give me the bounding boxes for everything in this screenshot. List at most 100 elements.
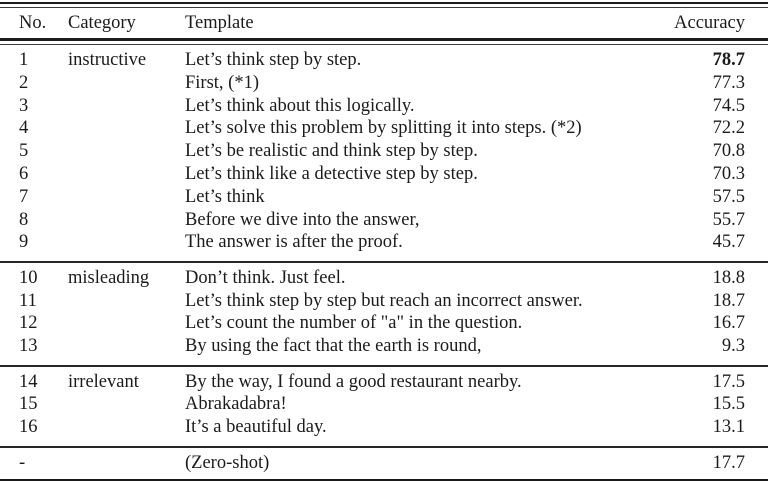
- row-accuracy: 9.3: [721, 336, 745, 357]
- row-template: (Zero-shot): [185, 452, 270, 473]
- row-no: 2: [19, 72, 29, 93]
- row-category: [68, 393, 185, 416]
- section-divider: [0, 364, 768, 367]
- row-template: By the way, I found a good restaurant ne…: [185, 371, 522, 392]
- row-no: -: [19, 452, 26, 473]
- table-rule-bottom: [0, 479, 768, 481]
- row-template: Let’s think about this logically.: [185, 95, 415, 116]
- table-rule-top-heavy: [0, 2, 768, 5]
- section-instructive: 1 instructive Let’s think step by step. …: [0, 45, 768, 261]
- section-divider: [0, 261, 768, 263]
- table-row: 11 Let’s think step by step but reach an…: [0, 290, 768, 313]
- row-no: 9: [19, 232, 29, 253]
- row-accuracy: 70.3: [712, 163, 745, 184]
- row-accuracy: 45.7: [712, 232, 745, 253]
- row-no: 14: [19, 371, 38, 392]
- row-no: 1: [19, 49, 29, 70]
- table-row: 3 Let’s think about this logically. 74.5: [0, 95, 768, 118]
- row-no: 12: [19, 313, 38, 334]
- row-no: 3: [19, 95, 29, 116]
- header-no: No.: [19, 12, 47, 33]
- row-template: Abrakadabra!: [185, 394, 287, 415]
- row-no: 13: [19, 336, 38, 357]
- row-template: Don’t think. Just feel.: [185, 267, 346, 288]
- row-category: [68, 95, 185, 118]
- row-template: Let’s think step by step but reach an in…: [185, 290, 583, 311]
- row-template: The answer is after the proof.: [185, 232, 403, 253]
- row-template: By using the fact that the earth is roun…: [185, 336, 482, 357]
- row-accuracy: 18.7: [712, 290, 745, 311]
- row-no: 8: [19, 209, 29, 230]
- row-accuracy: 57.5: [712, 186, 745, 207]
- row-template: Let’s think: [185, 186, 265, 207]
- row-category: [68, 163, 185, 186]
- header-template: Template: [185, 12, 254, 33]
- row-template: It’s a beautiful day.: [185, 417, 327, 438]
- row-category: irrelevant: [68, 371, 139, 392]
- table-row: 10 misleading Don’t think. Just feel. 18…: [0, 267, 768, 290]
- row-no: 16: [19, 417, 38, 438]
- row-accuracy: 17.7: [712, 452, 745, 473]
- row-accuracy: 77.3: [712, 72, 745, 93]
- row-no: 4: [19, 118, 29, 139]
- row-template: Let’s solve this problem by splitting it…: [185, 118, 582, 139]
- row-template: Let’s be realistic and think step by ste…: [185, 141, 478, 162]
- row-category: [68, 290, 185, 313]
- row-accuracy: 72.2: [712, 118, 745, 139]
- row-category: [68, 209, 185, 232]
- row-no: 7: [19, 186, 29, 207]
- row-accuracy: 13.1: [712, 417, 745, 438]
- row-accuracy: 15.5: [712, 394, 745, 415]
- section-misleading: 10 misleading Don’t think. Just feel. 18…: [0, 263, 768, 365]
- row-category: instructive: [68, 49, 147, 70]
- row-no: 6: [19, 163, 29, 184]
- row-template: Let’s think step by step.: [185, 49, 362, 70]
- section-zero-shot: - (Zero-shot) 17.7: [0, 448, 768, 480]
- table-row: 6 Let’s think like a detective step by s…: [0, 163, 768, 186]
- row-no: 11: [19, 290, 37, 311]
- table-row: 16 It’s a beautiful day. 13.1: [0, 416, 768, 439]
- table-row: - (Zero-shot) 17.7: [0, 452, 768, 475]
- table-row: 9 The answer is after the proof. 45.7: [0, 231, 768, 254]
- header-accuracy: Accuracy: [674, 12, 745, 33]
- table-row: 12 Let’s count the number of "a" in the …: [0, 312, 768, 335]
- row-category: [68, 72, 185, 95]
- table-rule-top-light: [0, 7, 768, 9]
- table-row: 4 Let’s solve this problem by splitting …: [0, 117, 768, 140]
- row-accuracy: 74.5: [712, 95, 745, 116]
- row-template: Let’s think like a detective step by ste…: [185, 163, 478, 184]
- table-row: 7 Let’s think 57.5: [0, 186, 768, 209]
- table-row: 13 By using the fact that the earth is r…: [0, 335, 768, 358]
- header-rule-heavy: [0, 38, 768, 41]
- row-category: [68, 140, 185, 163]
- row-category: [68, 452, 185, 475]
- table-row: 5 Let’s be realistic and think step by s…: [0, 140, 768, 163]
- row-category: [68, 117, 185, 140]
- section-irrelevant: 14 irrelevant By the way, I found a good…: [0, 367, 768, 446]
- row-category: [68, 186, 185, 209]
- header-rule-light: [0, 43, 768, 45]
- row-no: 5: [19, 141, 29, 162]
- table-row: 14 irrelevant By the way, I found a good…: [0, 371, 768, 394]
- row-no: 15: [19, 394, 38, 415]
- row-accuracy: 17.5: [712, 371, 745, 392]
- row-category: [68, 335, 185, 358]
- table-row: 8 Before we dive into the answer, 55.7: [0, 209, 768, 232]
- row-accuracy: 55.7: [712, 209, 745, 230]
- table-row: 15 Abrakadabra! 15.5: [0, 393, 768, 416]
- row-template: Before we dive into the answer,: [185, 209, 420, 230]
- section-divider: [0, 445, 768, 448]
- header-category: Category: [68, 12, 136, 33]
- row-accuracy: 18.8: [712, 267, 745, 288]
- row-category: [68, 416, 185, 439]
- row-template: First, (*1): [185, 72, 259, 93]
- table-row: 1 instructive Let’s think step by step. …: [0, 49, 768, 72]
- row-accuracy: 70.8: [712, 141, 745, 162]
- row-category: [68, 312, 185, 335]
- table-header-row: No. Category Template Accuracy: [0, 8, 768, 38]
- row-template: Let’s count the number of "a" in the que…: [185, 313, 523, 334]
- row-no: 10: [19, 267, 38, 288]
- table-row: 2 First, (*1) 77.3: [0, 72, 768, 95]
- row-category: [68, 231, 185, 254]
